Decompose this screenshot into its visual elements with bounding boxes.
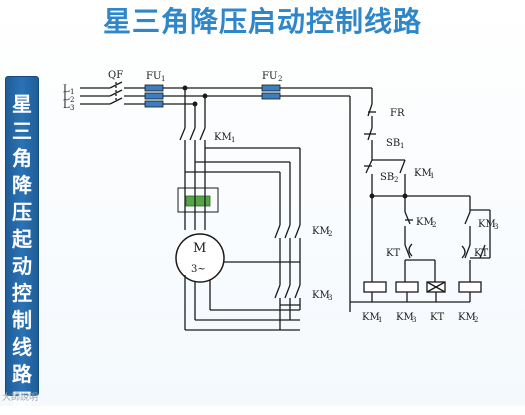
qf-breaker (109, 81, 145, 105)
label-fu2-sub: 2 (278, 75, 282, 83)
label-km3-aux-sub: 3 (494, 223, 498, 231)
sidebar-char: 角 (12, 146, 32, 170)
sidebar-char: 动 (12, 254, 32, 278)
sidebar-char: 控 (12, 281, 32, 305)
overload-relay (177, 186, 219, 230)
coil-label-kt: KT (430, 312, 444, 323)
coil-label-km2-sub: 2 (474, 316, 478, 324)
control-circuit (350, 88, 491, 303)
label-sb2-sub: 2 (394, 176, 398, 184)
watermark: 大師說明 (2, 393, 39, 403)
motor (175, 233, 225, 283)
coil-label-km1: KM (362, 312, 380, 323)
label-kt-contact: KT (386, 248, 400, 259)
label-fu1: FU (146, 71, 161, 82)
motor-m-label: M (193, 241, 206, 256)
sidebar-char: 三 (12, 119, 32, 143)
page-title: 星三角降压启动控制线路 (102, 5, 422, 38)
label-km3-main-sub: 3 (328, 294, 332, 302)
coil-label-km3: KM (396, 312, 414, 323)
label-km2-aux: KM (416, 217, 434, 228)
label-l3-sub: 3 (70, 104, 74, 112)
label-sb2: SB (380, 172, 394, 183)
coil-label-km1-sub: 1 (378, 316, 382, 324)
label-km3-aux: KM (478, 219, 496, 230)
sidebar-char: 路 (12, 362, 32, 386)
sidebar-char: 起 (12, 227, 32, 251)
supply-lines (80, 87, 110, 105)
sidebar-char: 线 (12, 335, 32, 359)
label-sb1-sub: 1 (400, 142, 404, 150)
label-l2-sub: 2 (70, 96, 74, 104)
label-fr: FR (390, 108, 405, 119)
label-km2-main: KM (312, 226, 330, 237)
label-km1-main-sub: 1 (231, 136, 235, 144)
sidebar-char: 降 (12, 173, 32, 197)
motor-lower-leads (184, 275, 300, 331)
label-km2-aux-sub: 2 (432, 221, 436, 229)
label-fu1-sub: 1 (161, 75, 165, 83)
label-km3-main: KM (312, 290, 330, 301)
label-fu2: FU (262, 71, 277, 82)
motor-phase-label: 3~ (191, 264, 206, 275)
sidebar-char: 星 (12, 92, 32, 116)
km3-main-contacts (274, 262, 301, 330)
sidebar-title-panel: 星 三 角 降 压 起 动 控 制 线 路 图 (5, 76, 39, 413)
label-km1-main: KM (214, 132, 232, 143)
label-qf: QF (108, 70, 123, 81)
label-km1-aux: KM (414, 168, 432, 179)
fu2-fuse (200, 84, 372, 312)
fu1-fuses (144, 84, 360, 108)
sidebar-char: 压 (12, 200, 32, 224)
label-km2-main-sub: 2 (328, 230, 332, 238)
km1-main-contacts (179, 127, 206, 186)
coil-label-km3-sub: 3 (412, 316, 416, 324)
circuit-diagram: L 1 L 2 L 3 QF FU 1 FU 2 (63, 70, 498, 331)
label-km1-aux-sub: 1 (430, 172, 434, 180)
sidebar-char: 制 (12, 308, 32, 332)
label-sb1: SB (386, 138, 400, 149)
delta-wiring (185, 147, 301, 225)
label-l2: L (63, 92, 70, 103)
label-kt-contact2: KT (474, 248, 488, 259)
label-l1-sub: 1 (70, 88, 74, 96)
label-l3: L (63, 100, 70, 111)
main-verticals (182, 85, 208, 128)
km2-main-contacts (224, 224, 301, 263)
coil-label-km2: KM (458, 312, 476, 323)
label-l1: L (63, 84, 70, 95)
